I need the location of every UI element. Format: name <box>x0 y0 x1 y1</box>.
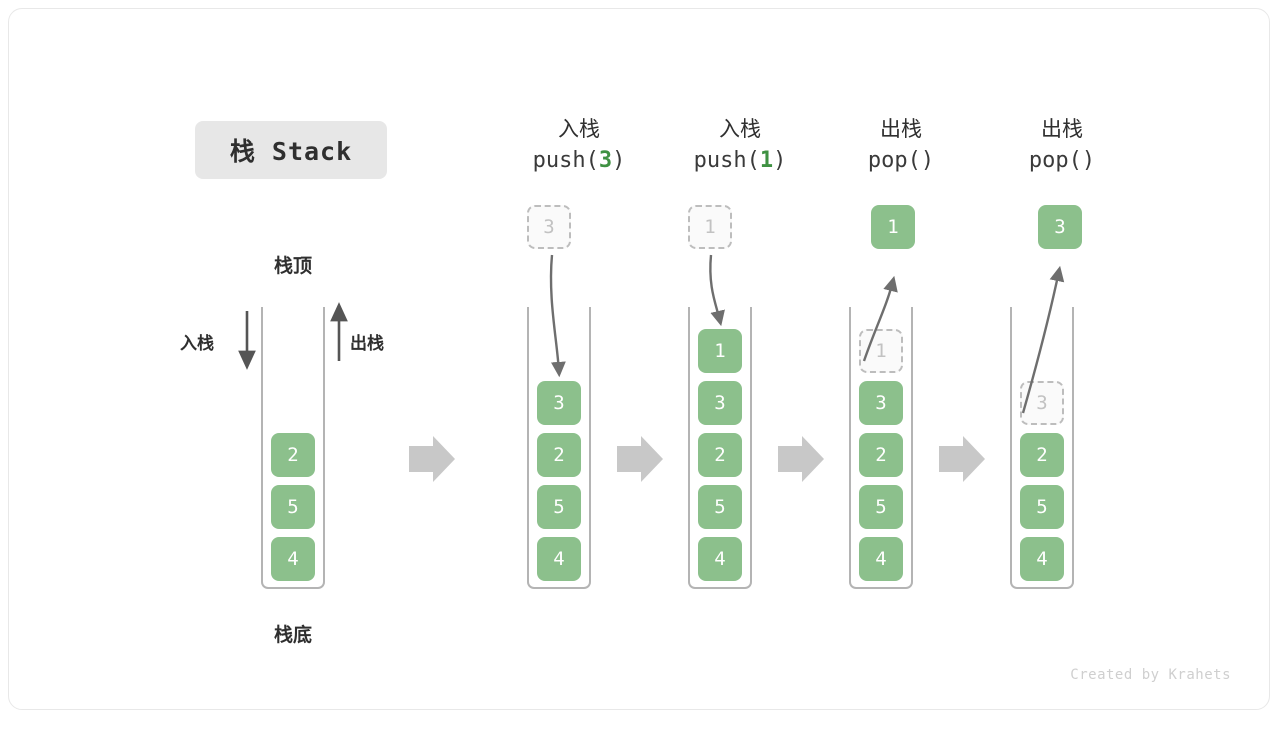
stack-step-3-cell: 2 <box>1020 433 1064 477</box>
stack-step-0-cell: 4 <box>537 537 581 581</box>
column-header-cn: 出栈 <box>1041 118 1083 141</box>
stack-step-3-cell: 3 <box>1020 381 1064 425</box>
stack-step-0-cell: 2 <box>537 433 581 477</box>
column-header-code: push(1) <box>693 148 787 173</box>
stack-step-2-cell: 5 <box>859 485 903 529</box>
column-header-code: pop() <box>1028 148 1096 173</box>
stack-step-1-cell: 4 <box>698 537 742 581</box>
stack-step-2-cell: 4 <box>859 537 903 581</box>
stack-container-pop-1: 1 3 2 5 4 <box>849 307 913 589</box>
title-badge: 栈 Stack <box>195 121 387 179</box>
stack-step-1-cell: 3 <box>698 381 742 425</box>
stack-step-1-cell: 2 <box>698 433 742 477</box>
stack-step-2-cell: 3 <box>859 381 903 425</box>
floating-box-push-1: 1 <box>688 205 732 249</box>
floating-box-pop-1: 1 <box>871 205 915 249</box>
stack-step-1-cell: 5 <box>698 485 742 529</box>
stack-step-0-cell: 3 <box>537 381 581 425</box>
push-direction-label: 入栈 <box>180 334 214 353</box>
column-header-pop-1: 出栈 pop() <box>826 115 976 177</box>
stack-container-initial: 2 5 4 <box>261 307 325 589</box>
stack-initial-cell: 5 <box>271 485 315 529</box>
column-header-code: pop() <box>867 148 935 173</box>
stack-step-1-cell: 1 <box>698 329 742 373</box>
floating-box-pop-2: 3 <box>1038 205 1082 249</box>
column-header-cn: 出栈 <box>880 118 922 141</box>
stack-container-pop-2: 3 2 5 4 <box>1010 307 1074 589</box>
stack-step-2-cell: 1 <box>859 329 903 373</box>
column-header-code: push(3) <box>532 148 626 173</box>
stack-step-2-cell: 2 <box>859 433 903 477</box>
stack-top-label: 栈顶 <box>273 256 312 277</box>
footer-credit: Created by Krahets <box>1070 667 1231 683</box>
column-header-cn: 入栈 <box>558 118 600 141</box>
stack-bottom-label: 栈底 <box>273 625 312 646</box>
stack-initial-cell: 4 <box>271 537 315 581</box>
column-header-cn: 入栈 <box>719 118 761 141</box>
diagram-card: 栈 Stack 栈顶 栈底 入栈 出栈 2 5 4 入栈 push(3) 入栈 pu… <box>8 8 1270 710</box>
stack-container-push-3: 3 2 5 4 <box>527 307 591 589</box>
stack-initial-cell: 2 <box>271 433 315 477</box>
stack-container-push-1: 1 3 2 5 4 <box>688 307 752 589</box>
flow-arrow-4 <box>939 436 985 482</box>
column-header-push-3: 入栈 push(3) <box>504 115 654 177</box>
stack-step-3-cell: 5 <box>1020 485 1064 529</box>
stack-step-3-cell: 4 <box>1020 537 1064 581</box>
flow-arrow-1 <box>409 436 455 482</box>
stack-step-0-cell: 5 <box>537 485 581 529</box>
pop-direction-label: 出栈 <box>350 334 384 353</box>
column-header-push-1: 入栈 push(1) <box>665 115 815 177</box>
floating-box-push-3: 3 <box>527 205 571 249</box>
column-header-pop-2: 出栈 pop() <box>987 115 1137 177</box>
flow-arrow-3 <box>778 436 824 482</box>
flow-arrow-2 <box>617 436 663 482</box>
